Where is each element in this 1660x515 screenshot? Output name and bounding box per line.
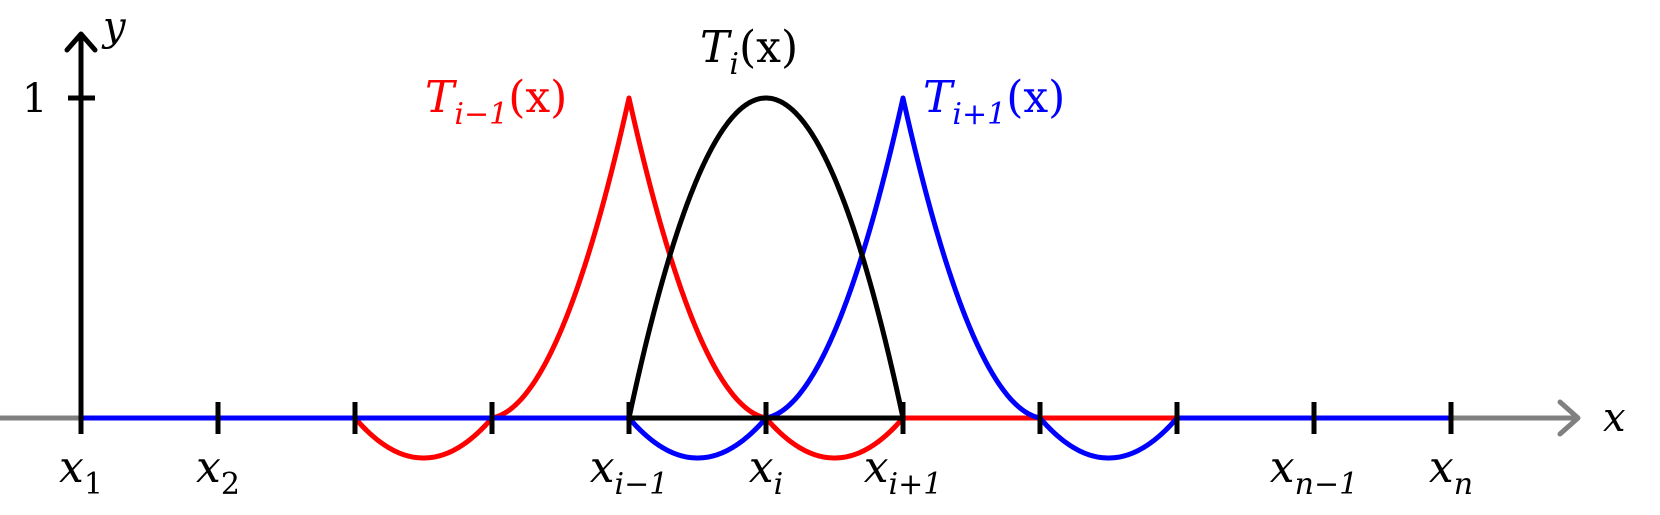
label-T-i: Ti(x) (700, 22, 798, 82)
node-label-5: xi (749, 442, 783, 502)
x-ticks (78, 402, 1454, 434)
node-label-4: xi−1 (590, 442, 669, 502)
label-T-i-minus-1: Ti−1(x) (425, 72, 567, 132)
node-label-0: x1 (59, 442, 103, 502)
node-label-10: xn (1429, 442, 1473, 502)
label-T-i-plus-1: Ti+1(x) (923, 72, 1065, 132)
node-label-6: xi+1 (864, 442, 943, 502)
node-label-9: xn−1 (1270, 442, 1358, 502)
node-labels: x1 x2 xi−1 xi xi+1 xn−1 xn (59, 442, 1473, 502)
y-axis-arrowhead (64, 31, 98, 53)
y-axis-label: y (101, 4, 127, 50)
node-label-1: x2 (196, 442, 240, 502)
y-tick-label-1: 1 (22, 76, 47, 122)
x-axis-label: x (1603, 395, 1626, 441)
x-axis-arrowhead (1557, 399, 1581, 437)
curve-cur (626, 95, 906, 419)
